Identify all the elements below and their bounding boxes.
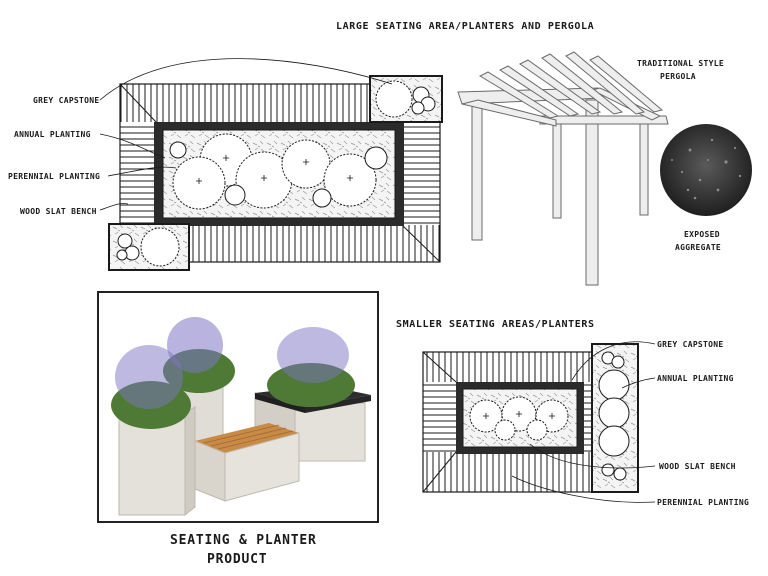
- lavender-front-left: [111, 345, 191, 429]
- product-render-panel: [97, 291, 379, 523]
- label-aggregate-line2: AGGREGATE: [675, 243, 722, 252]
- product-title-line1: SEATING & PLANTER: [170, 533, 317, 548]
- small-seating-title: SMALLER SEATING AREAS/PLANTERS: [396, 319, 595, 330]
- small-label-perennial-planting: PERENNIAL PLANTING: [657, 498, 750, 507]
- aggregate-swatch: [660, 124, 752, 216]
- label-annual-planting: ANNUAL PLANTING: [14, 130, 91, 139]
- small-seating-plan: [422, 343, 639, 493]
- label-grey-capstone: GREY CAPSTONE: [33, 96, 100, 105]
- small-label-grey-capstone: GREY CAPSTONE: [657, 340, 724, 349]
- label-pergola-line2: PERGOLA: [660, 72, 696, 81]
- label-pergola-line1: TRADITIONAL STYLE: [637, 59, 724, 68]
- small-plan-leaders: [511, 341, 656, 503]
- pergola-drawing: [457, 51, 669, 286]
- small-label-wood-slat-bench: WOOD SLAT BENCH: [659, 462, 736, 471]
- large-plan-leaders: [99, 58, 393, 211]
- product-render: [111, 317, 371, 517]
- label-aggregate-line1: EXPOSED: [684, 230, 720, 239]
- large-seating-plan: [108, 75, 443, 271]
- lavender-right: [267, 327, 355, 407]
- small-label-annual-planting: ANNUAL PLANTING: [657, 374, 734, 383]
- product-title-line2: PRODUCT: [207, 552, 268, 567]
- large-seating-title: LARGE SEATING AREA/PLANTERS AND PERGOLA: [336, 21, 595, 32]
- label-perennial-planting: PERENNIAL PLANTING: [8, 172, 101, 181]
- wood-bench: [194, 423, 300, 502]
- label-wood-slat-bench: WOOD SLAT BENCH: [20, 207, 97, 216]
